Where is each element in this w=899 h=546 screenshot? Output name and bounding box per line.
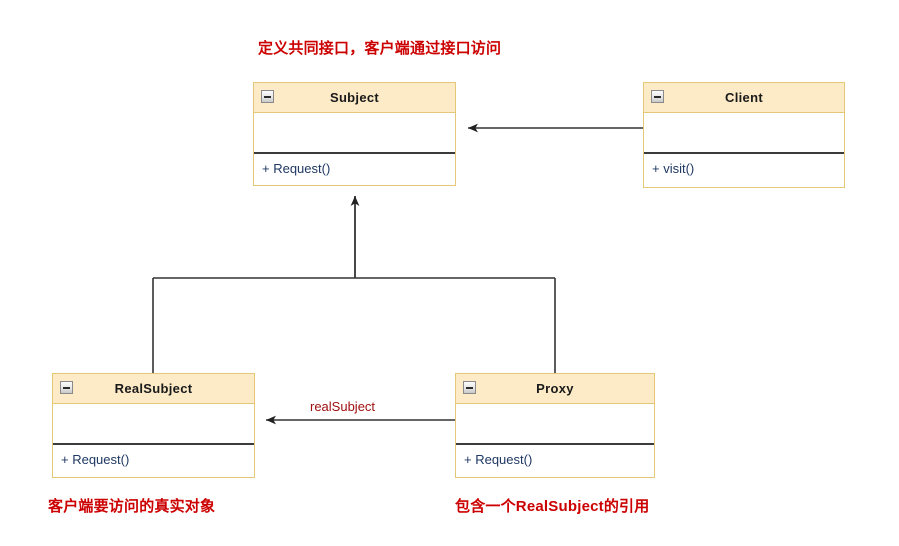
class-header-realsubject: RealSubject [53, 374, 254, 404]
method-item: + Request() [464, 452, 533, 467]
method-item: + visit() [652, 161, 695, 176]
note-subject-interface: 定义共同接口，客户端通过接口访问 [258, 40, 502, 57]
class-box-realsubject[interactable]: RealSubject + Request() [52, 373, 255, 478]
collapse-minus-icon[interactable] [651, 90, 664, 103]
class-header-proxy: Proxy [456, 374, 654, 404]
class-box-client[interactable]: Client + visit() [643, 82, 845, 188]
class-methods-subject: + Request() [254, 154, 455, 185]
class-attributes-subject [254, 113, 455, 154]
association-label-realsubject: realSubject [310, 399, 376, 414]
edge-generalization-tree [152, 196, 556, 373]
class-name-subject: Subject [329, 90, 380, 105]
collapse-minus-icon[interactable] [463, 381, 476, 394]
class-attributes-client [644, 113, 844, 154]
class-attributes-proxy [456, 404, 654, 445]
class-box-proxy[interactable]: Proxy + Request() [455, 373, 655, 478]
method-item: + Request() [262, 161, 331, 176]
class-header-subject: Subject [254, 83, 455, 113]
class-attributes-realsubject [53, 404, 254, 445]
note-proxy: 包含一个RealSubject的引用 [455, 498, 650, 515]
collapse-minus-icon[interactable] [261, 90, 274, 103]
note-realsubject: 客户端要访问的真实对象 [48, 498, 216, 515]
class-box-subject[interactable]: Subject + Request() [253, 82, 456, 186]
class-methods-client: + visit() [644, 154, 844, 187]
class-header-client: Client [644, 83, 844, 113]
class-name-client: Client [725, 90, 763, 105]
class-methods-realsubject: + Request() [53, 445, 254, 477]
class-name-realsubject: RealSubject [114, 381, 193, 396]
method-item: + Request() [61, 452, 130, 467]
class-name-proxy: Proxy [536, 381, 574, 396]
collapse-minus-icon[interactable] [60, 381, 73, 394]
class-methods-proxy: + Request() [456, 445, 654, 477]
